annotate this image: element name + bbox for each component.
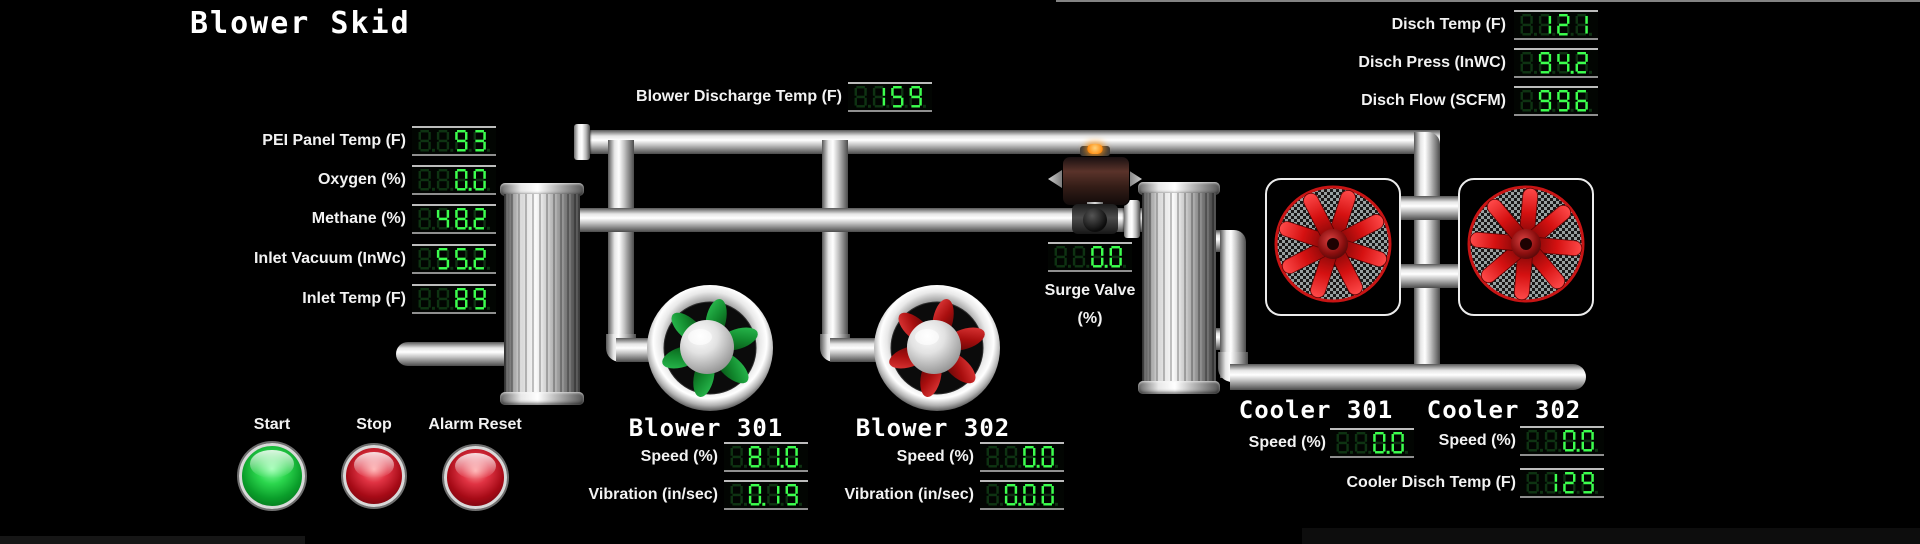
pipe-stub-coolers-lower [1396, 264, 1464, 288]
bottom-left-strip [0, 536, 305, 544]
bottom-right-strip [1302, 528, 1920, 544]
blower-302-label: Blower 302 [855, 414, 1011, 442]
cooler-302-label: Cooler 302 [1426, 396, 1582, 424]
blower-302-fan-icon [872, 283, 1002, 413]
flange-top-header [574, 124, 590, 160]
cooler-301-label: Cooler 301 [1238, 396, 1394, 424]
cooler301-speed-label: Speed (%) [1248, 434, 1326, 451]
methane-label: Methane (%) [311, 210, 406, 227]
button-gloss [250, 450, 294, 478]
button-gloss [353, 451, 395, 478]
pipe-drop-coolers [1414, 132, 1440, 378]
start-button[interactable] [239, 443, 305, 509]
start-button-label: Start [253, 416, 291, 433]
page-title: Blower Skid [190, 6, 411, 41]
blower301-vibration-label: Vibration (in/sec) [588, 486, 718, 503]
oxygen-label: Oxygen (%) [317, 171, 406, 188]
pipe-drop-blower301 [608, 140, 634, 346]
cooler-301-fan-icon [1265, 178, 1401, 316]
cooler-302-fan-icon [1458, 178, 1594, 316]
disch-flow-display [1514, 86, 1598, 116]
disch-press-label: Disch Press (InWC) [1358, 54, 1506, 71]
valve-ear-left [1048, 170, 1062, 188]
surge-valve-display [1048, 242, 1132, 272]
pei-panel-temp-label: PEI Panel Temp (F) [262, 132, 406, 149]
blower-301-label: Blower 301 [628, 414, 784, 442]
surge-valve-unit-label: (%) [1077, 310, 1103, 327]
cooler-disch-temp-label: Cooler Disch Temp (F) [1346, 474, 1517, 491]
methane-display [412, 204, 496, 234]
pipe-stub-coolers-upper [1396, 196, 1464, 220]
valve-indicator-light [1087, 144, 1103, 154]
pipe-top-header [584, 130, 1440, 154]
blower301-speed-display [724, 442, 808, 472]
pipe-drop-blower302 [822, 140, 848, 346]
button-gloss [454, 452, 496, 480]
inlet-filter-vessel-1 [500, 183, 584, 405]
top-edge-line [1056, 0, 1920, 2]
blower302-speed-display [980, 442, 1064, 472]
surge-valve-actuator[interactable] [1046, 144, 1146, 244]
blower301-vibration-display [724, 480, 808, 510]
blower-301-fan-icon [645, 283, 775, 413]
inlet-vacuum-label: Inlet Vacuum (InWc) [253, 250, 406, 267]
alarm-reset-button-label: Alarm Reset [428, 416, 522, 433]
flange-surge-valve [1124, 200, 1140, 238]
inlet-temp-label: Inlet Temp (F) [302, 290, 406, 307]
surge-valve-label: Surge Valve [1044, 282, 1136, 299]
alarm-reset-button[interactable] [444, 446, 507, 509]
inlet-temp-display [412, 284, 496, 314]
discharge-filter-vessel-2 [1138, 182, 1220, 394]
valve-actuator-body [1062, 156, 1130, 206]
disch-flow-label: Disch Flow (SCFM) [1361, 92, 1506, 109]
inlet-vacuum-display [412, 244, 496, 274]
pipe-mid-manifold [576, 208, 1144, 232]
pipe-inlet [396, 342, 512, 366]
blower302-vibration-label: Vibration (in/sec) [844, 486, 974, 503]
disch-temp-display [1514, 10, 1598, 40]
cooler301-speed-display [1330, 428, 1414, 458]
blower302-vibration-display [980, 480, 1064, 510]
valve-ear-right [1128, 170, 1142, 188]
cooler302-speed-label: Speed (%) [1438, 432, 1516, 449]
blower-discharge-temp-display [848, 82, 932, 112]
pipe-bottom-run [1230, 364, 1586, 390]
valve-ball [1083, 208, 1107, 232]
cooler302-speed-display [1520, 426, 1604, 456]
cooler-disch-temp-display [1520, 468, 1604, 498]
stop-button-label: Stop [356, 416, 392, 433]
oxygen-display [412, 165, 496, 195]
blower301-speed-label: Speed (%) [640, 448, 718, 465]
disch-temp-label: Disch Temp (F) [1391, 16, 1506, 33]
disch-press-display [1514, 48, 1598, 78]
blower-discharge-temp-label: Blower Discharge Temp (F) [636, 88, 842, 105]
blower302-speed-label: Speed (%) [896, 448, 974, 465]
pei-panel-temp-display [412, 126, 496, 156]
stop-button[interactable] [343, 445, 405, 507]
